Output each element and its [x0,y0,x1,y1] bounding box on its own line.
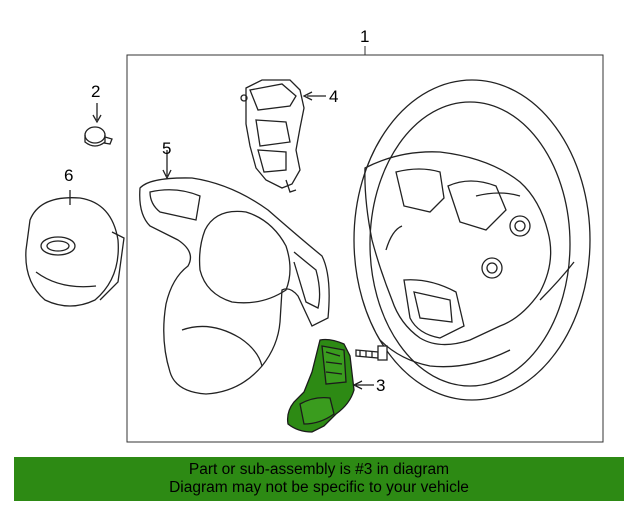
callout-frame [126,46,604,443]
cap-part [84,103,113,147]
upper-switch-part [240,79,326,193]
info-banner: Part or sub-assembly is #3 in diagram Di… [14,457,624,501]
trim-bezel-part [139,150,330,395]
callout-5: 5 [162,139,172,158]
callout-6: 6 [64,166,74,185]
callout-4: 4 [329,87,339,106]
airbag-module-part [25,190,125,307]
highlighted-switch-part [286,338,374,433]
callout-2: 2 [91,82,101,101]
callout-1: 1 [360,27,370,46]
banner-line-1: Part or sub-assembly is #3 in diagram [188,461,450,478]
callout-3: 3 [376,376,386,395]
banner-line-2: Diagram may not be specific to your vehi… [169,479,469,496]
bolt-part [355,345,388,361]
steering-wheel-part [353,79,591,401]
parts-diagram [25,46,604,443]
